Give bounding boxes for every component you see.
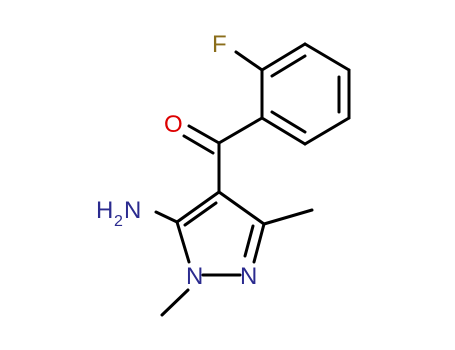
bond-n1-methyl	[160, 288, 190, 317]
bond-c-f	[234, 50, 264, 72]
bond-benzene-c2-c3	[260, 42, 307, 72]
bond-n2-c3-2	[243, 224, 255, 258]
bond-c3-methyl	[262, 208, 314, 226]
bond-benzene-inner-3	[270, 110, 307, 134]
benzene-ring	[260, 42, 351, 146]
bond-c4-c5	[175, 190, 221, 224]
bond-carbonyl-o-2	[182, 134, 215, 155]
oxygen-atom-label: O	[164, 111, 183, 138]
bond-c3-c4	[217, 190, 266, 226]
bond-ring-carbonyl	[217, 116, 264, 145]
bond-c5-n1	[175, 220, 191, 264]
bond-c4-c5-inner	[183, 201, 218, 227]
bond-benzene-c6-c1	[260, 116, 307, 146]
bond-carbonyl-o-1	[187, 124, 221, 145]
fluorine-atom-label: F	[212, 31, 227, 58]
bond-benzene-c3-c4	[303, 42, 351, 72]
bond-benzene-inner-1	[270, 54, 307, 78]
amine-n-label: N	[124, 197, 141, 224]
pyrazole-n2-label: N	[240, 263, 257, 290]
bond-n2-c3-1	[252, 222, 266, 264]
bond-c5-nh2	[154, 210, 179, 224]
amine-h-label: H	[96, 197, 113, 224]
bond-benzene-c5-c6	[303, 116, 351, 146]
pyrazole-n1-label: N	[186, 263, 203, 290]
amine-subscript-label: 2	[114, 213, 123, 230]
amine-group-label: H 2 N	[96, 197, 141, 230]
pyrazole-ring	[175, 190, 266, 277]
